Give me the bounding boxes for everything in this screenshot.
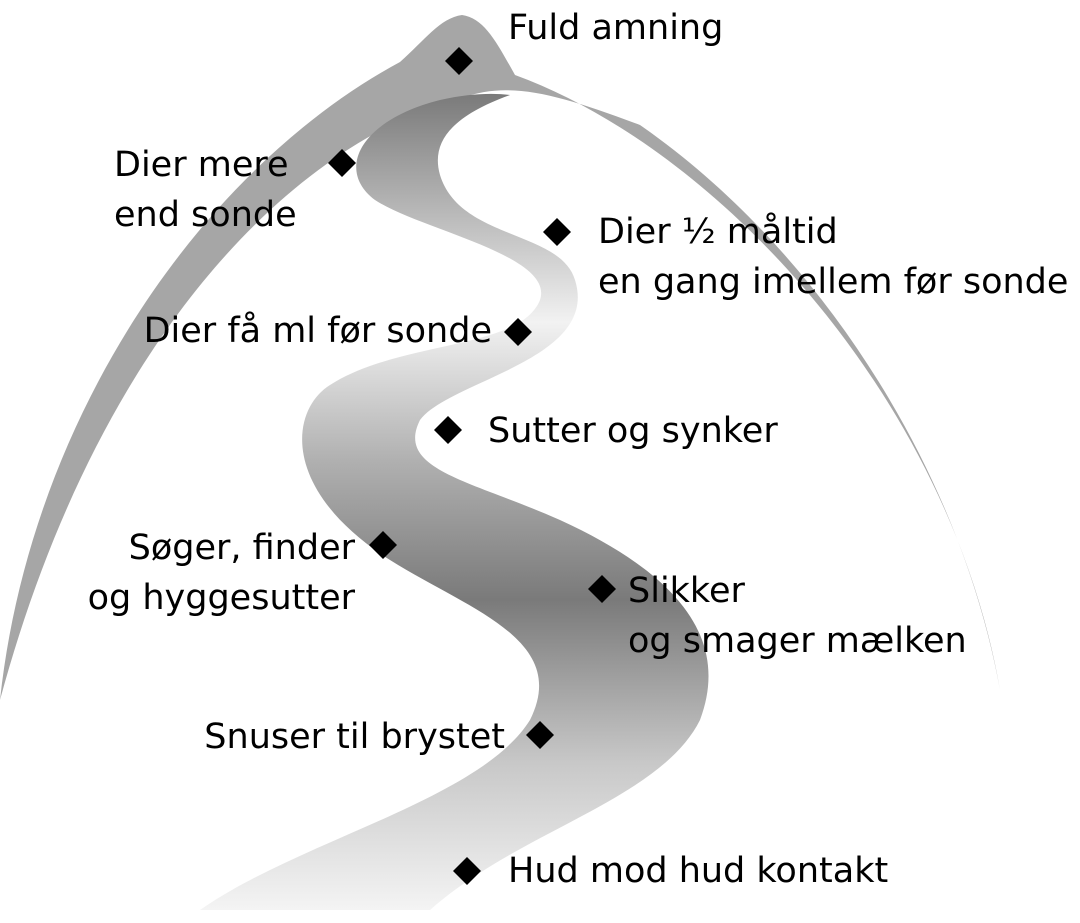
diamond-marker-soeger (369, 531, 397, 559)
diamond-marker-sutter (434, 416, 462, 444)
mountain-outline (0, 15, 1000, 700)
label-dier-faa-ml: Dier få ml før sonde (143, 311, 492, 351)
diamond-marker-fuld-amning (445, 47, 473, 75)
milestone-markers (328, 47, 616, 885)
label-dier-mere: Dier mere end sonde (114, 145, 297, 235)
label-slikker: Slikker og smager mælken (628, 571, 967, 661)
diamond-marker-dier-mere (328, 149, 356, 177)
label-snuser: Snuser til brystet (204, 717, 505, 757)
label-fuld-amning: Fuld amning (508, 8, 724, 48)
diamond-marker-hud-mod-hud (453, 857, 481, 885)
label-sutter: Sutter og synker (488, 411, 778, 451)
diamond-marker-dier-halv (543, 218, 571, 246)
label-dier-halv: Dier ½ måltid en gang imellem før sonde (598, 212, 1069, 302)
label-soeger: Søger, finder og hyggesutter (87, 528, 355, 618)
diamond-marker-snuser (526, 721, 554, 749)
diamond-marker-dier-faa-ml (504, 318, 532, 346)
winding-path (200, 93, 709, 910)
label-hud-mod-hud: Hud mod hud kontakt (508, 851, 889, 891)
diamond-marker-slikker (588, 575, 616, 603)
